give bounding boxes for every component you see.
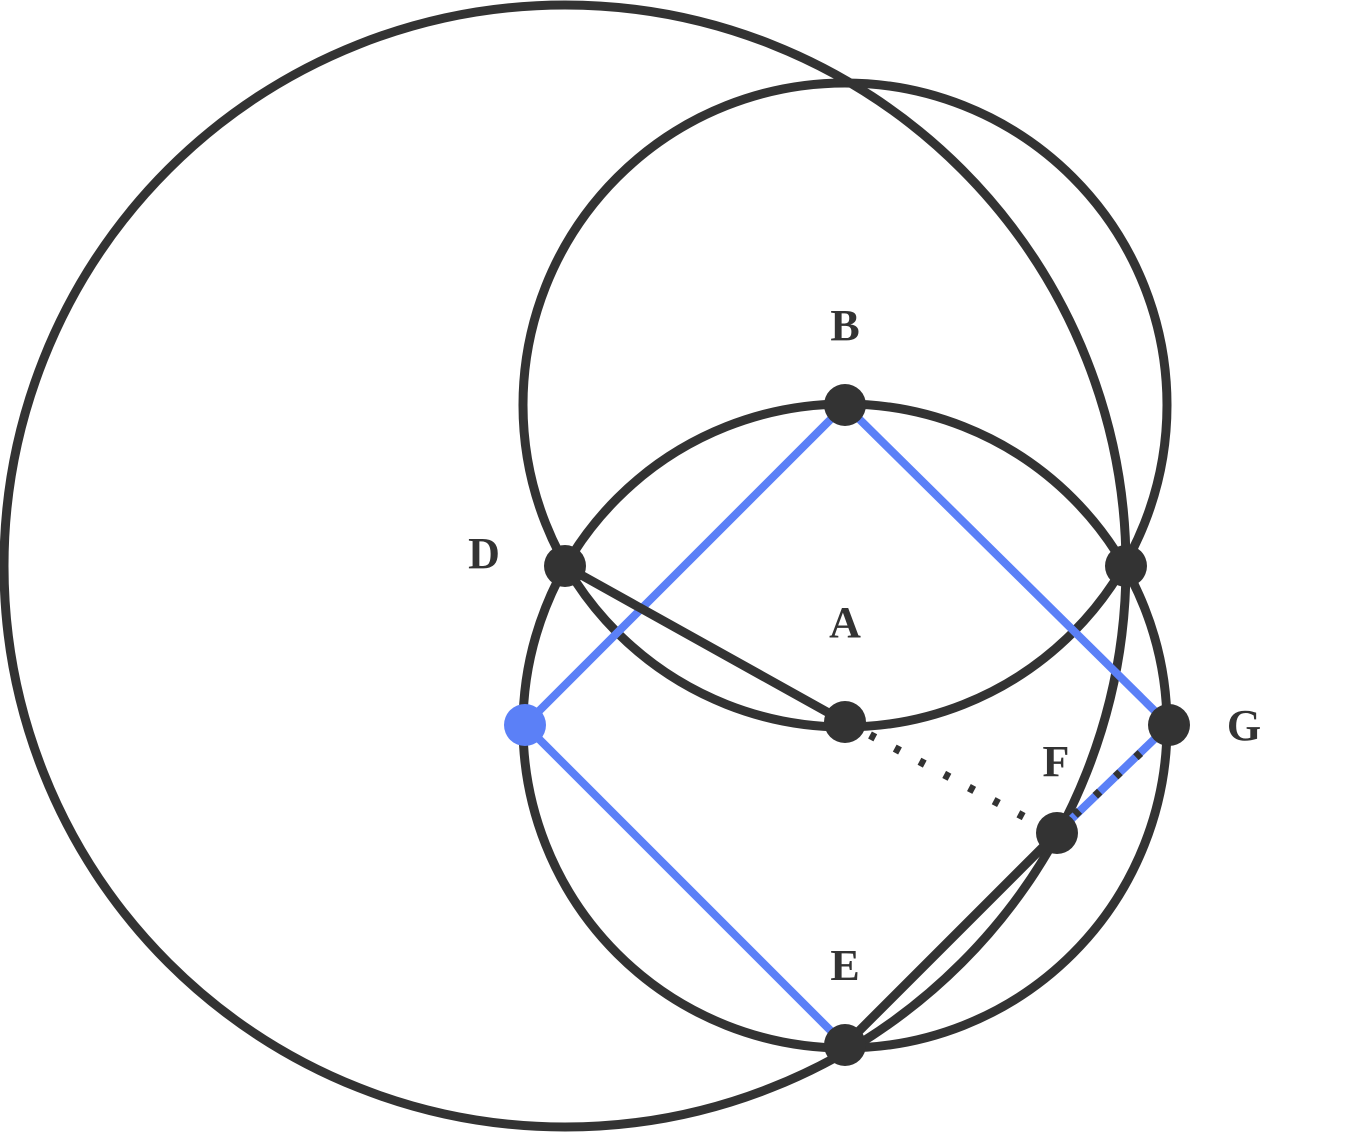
point-right-intersection	[1105, 545, 1147, 587]
label-F: F	[1043, 737, 1070, 786]
label-G: G	[1227, 701, 1261, 750]
point-left-vertex	[504, 704, 546, 746]
label-E: E	[830, 941, 859, 990]
label-B: B	[830, 301, 859, 350]
segment-D-A	[560, 561, 850, 727]
dotted-segment-A-F	[868, 731, 1032, 824]
label-A: A	[829, 598, 861, 647]
segment-left-vertex-B	[522, 402, 848, 728]
segment-B-G	[842, 402, 1172, 728]
segment-E-F	[840, 828, 1062, 1050]
point-B	[824, 384, 866, 426]
point-F	[1036, 812, 1078, 854]
point-D	[544, 545, 586, 587]
segment-left-vertex-E	[522, 722, 848, 1048]
label-D: D	[468, 529, 500, 578]
dotted-segment-F-G	[1072, 739, 1155, 818]
point-E	[824, 1024, 866, 1066]
point-A	[824, 701, 866, 743]
point-G	[1148, 704, 1190, 746]
